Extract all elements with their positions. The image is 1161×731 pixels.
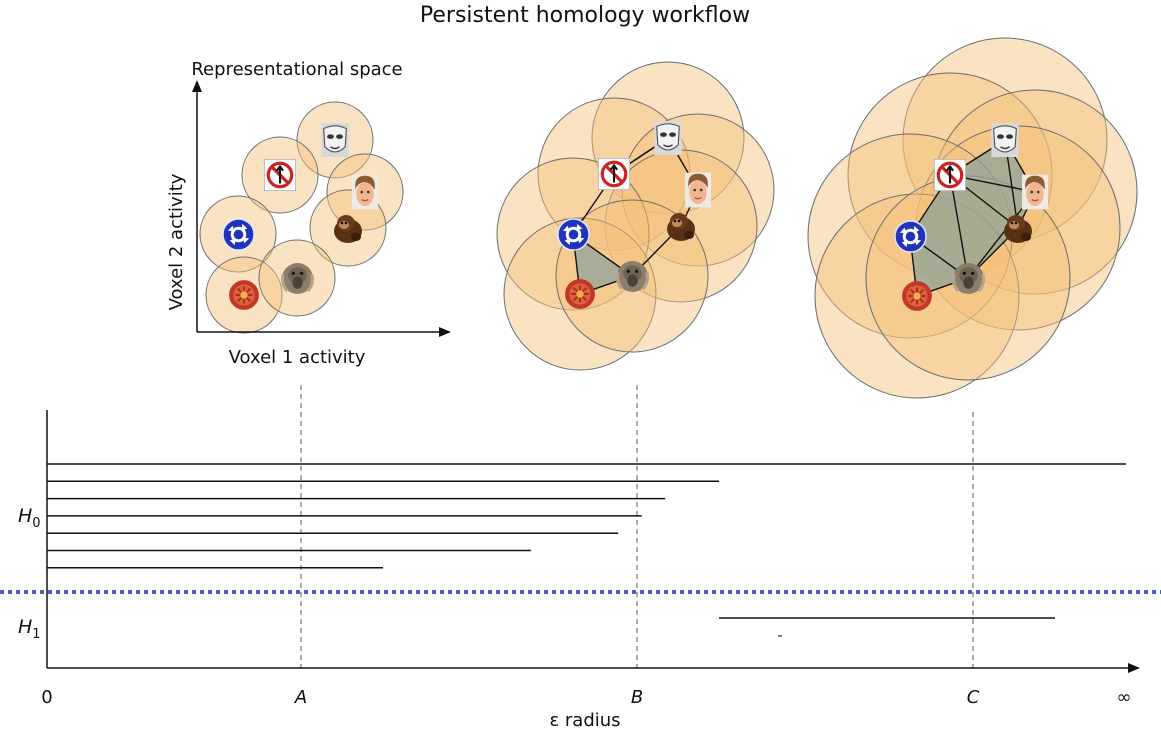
balls-layer [496, 61, 775, 371]
h0-bars [47, 463, 1126, 569]
baboon-icon [281, 262, 314, 295]
tomato-icon [564, 278, 596, 310]
panel-radius-a: Representational space Voxel 1 activity … [166, 59, 451, 368]
traffic-sign-icon [264, 159, 296, 191]
figure-title: Persistent homology workflow [420, 3, 750, 28]
simplicial-complex-fill [910, 140, 1035, 296]
tomato-icon [901, 280, 933, 312]
h0-label: H0 [18, 505, 41, 531]
roundabout-sign-icon [557, 218, 590, 251]
human-face-icon [685, 172, 711, 208]
tomato-icon [228, 279, 260, 311]
space-y-label: Voxel 2 activity [166, 173, 187, 310]
human-face-icon [1022, 174, 1048, 210]
tick-label-a: A [294, 687, 307, 708]
baboon-icon [616, 260, 649, 293]
traffic-sign-icon [934, 159, 966, 191]
tick-label-zero: 0 [41, 687, 52, 708]
h1-label: H1 [18, 616, 41, 642]
panel-radius-c [807, 37, 1138, 399]
tick-label-b: B [631, 687, 643, 708]
mask-face-icon [991, 123, 1019, 157]
h1-label-base: H [18, 616, 32, 638]
roundabout-sign-icon [222, 218, 255, 251]
h0-label-base: H [18, 505, 32, 527]
h1-label-sub: 1 [32, 627, 40, 642]
traffic-sign-icon [598, 158, 630, 190]
roundabout-sign-icon [894, 220, 927, 253]
human-face-icon [352, 174, 378, 210]
tick-label-infinity: ∞ [1117, 687, 1132, 708]
panel-radius-b [496, 61, 775, 371]
baboon-icon [952, 262, 985, 295]
complex-edge [949, 174, 969, 279]
mask-face-icon [321, 123, 349, 157]
space-x-label: Voxel 1 activity [229, 347, 366, 368]
x-tick-labels: 0 A B C ∞ [41, 687, 1131, 708]
barcode-x-label: ε radius [549, 710, 620, 731]
barcode-plot: - H0 H1 0 A B C ∞ ε radius [0, 385, 1161, 731]
h1-dash: - [777, 628, 782, 644]
h0-label-sub: 0 [32, 516, 40, 531]
tick-label-c: C [967, 687, 980, 708]
space-title: Representational space [191, 59, 402, 80]
mask-face-icon [654, 121, 682, 155]
